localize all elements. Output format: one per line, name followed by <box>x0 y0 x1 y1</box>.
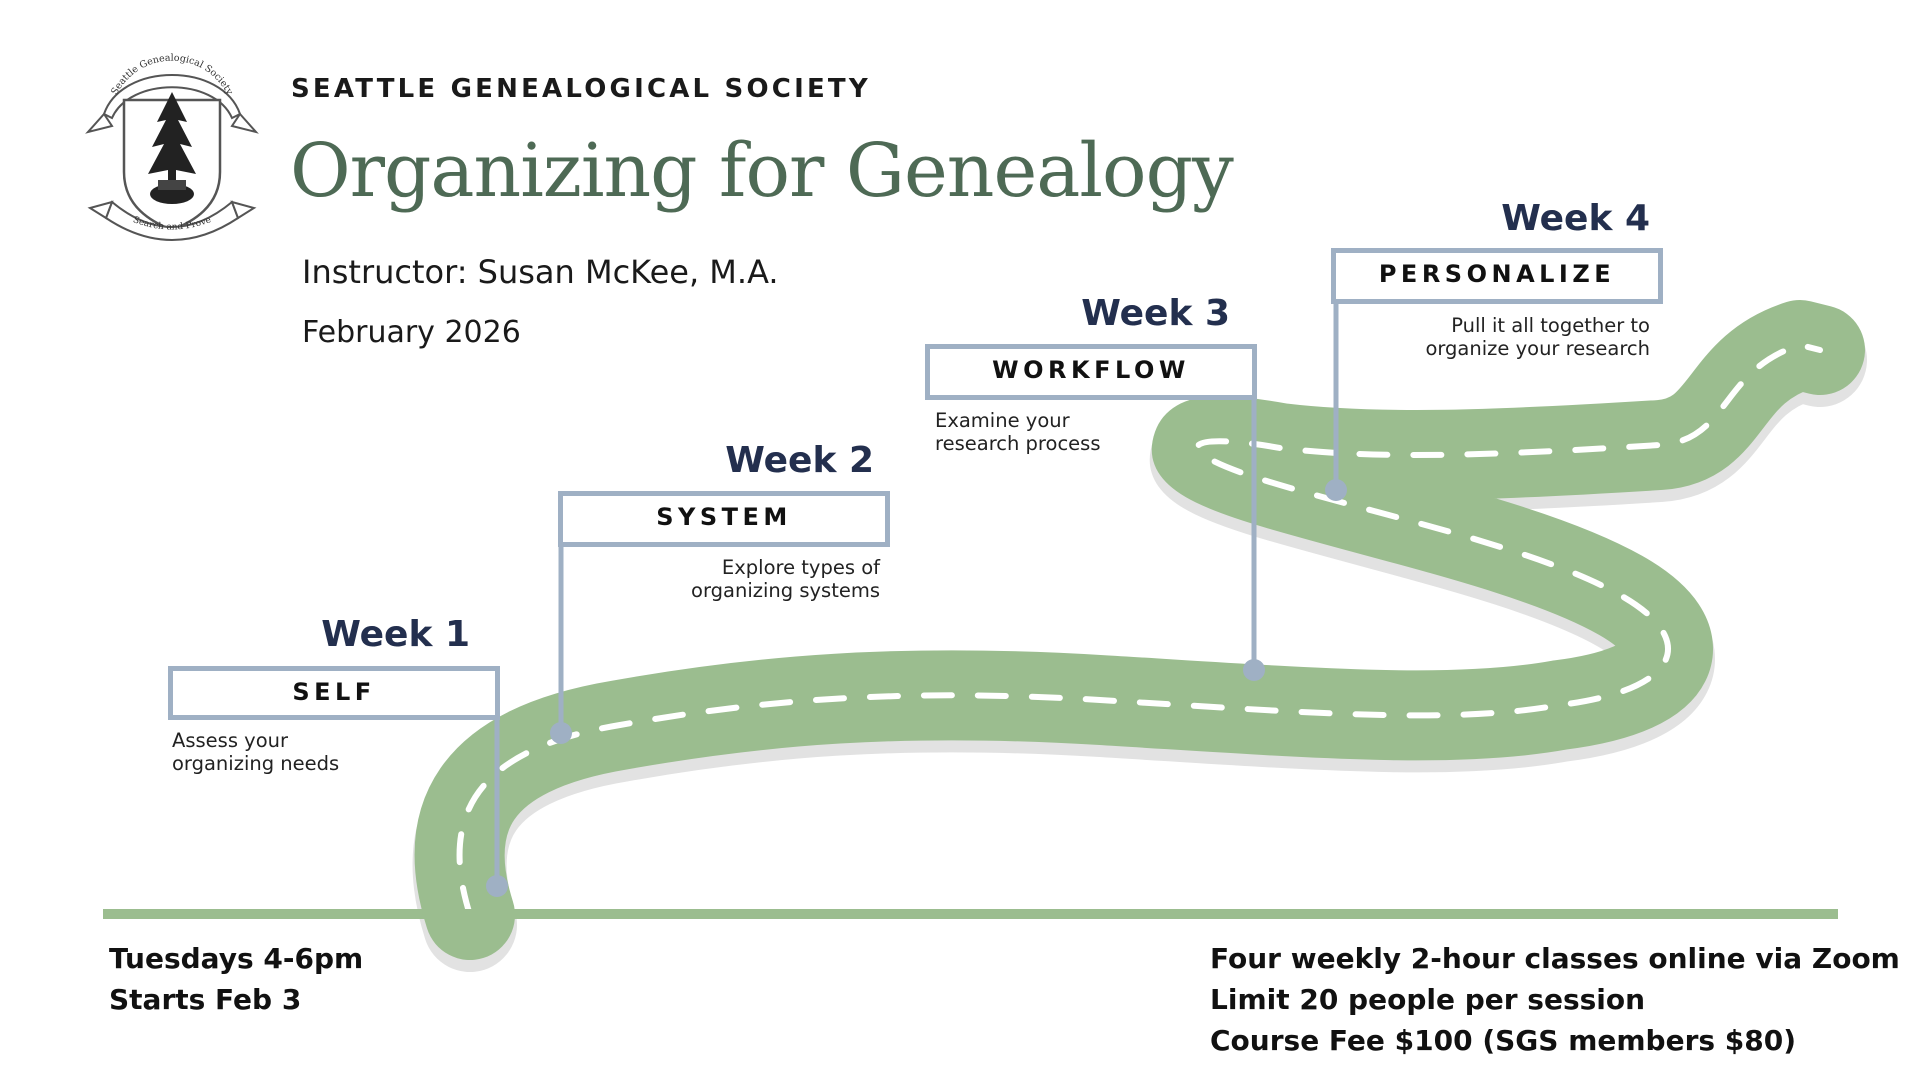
week4-label: Week 4 <box>1501 198 1650 239</box>
week4-desc-line1: Pull it all together to <box>1451 314 1650 337</box>
week4-sign: PERSONALIZE <box>1331 248 1663 304</box>
week3-post-base <box>1243 659 1265 681</box>
schedule-day-time: Tuesdays 4-6pm <box>109 942 364 975</box>
course-format: Four weekly 2-hour classes online via Zo… <box>1210 942 1900 975</box>
schedule-info: Tuesdays 4-6pm Starts Feb 3 <box>109 938 363 1020</box>
course-fee: Course Fee $100 (SGS members $80) <box>1210 1024 1797 1057</box>
week3-sign: WORKFLOW <box>925 344 1257 400</box>
week2-sign: SYSTEM <box>558 491 890 547</box>
road-surface <box>414 300 1865 960</box>
week4-desc-line2: organize your research <box>1425 337 1650 360</box>
week2-desc-line1: Explore types of <box>721 556 880 579</box>
week2-post-base <box>550 722 572 744</box>
week3-desc-line1: Examine your <box>935 409 1070 432</box>
week2-description: Explore types of organizing systems <box>620 556 880 602</box>
society-logo: Seattle Genealogical Society Search and … <box>85 53 259 241</box>
tree-icon <box>148 92 196 204</box>
course-limit: Limit 20 people per session <box>1210 983 1646 1016</box>
week4-description: Pull it all together to organize your re… <box>1360 314 1650 360</box>
week3-description: Examine your research process <box>935 409 1101 455</box>
instructor-name: Instructor: Susan McKee, M.A. <box>302 253 779 291</box>
week1-label: Week 1 <box>321 614 470 655</box>
week2-label: Week 2 <box>725 440 874 481</box>
course-title: Organizing for Genealogy <box>290 128 1234 214</box>
schedule-start-date: Starts Feb 3 <box>109 983 302 1016</box>
week2-desc-line2: organizing systems <box>691 579 880 602</box>
week3-desc-line2: research process <box>935 432 1101 455</box>
course-details: Four weekly 2-hour classes online via Zo… <box>1210 938 1900 1061</box>
week4-post-base <box>1325 479 1347 501</box>
week1-description: Assess your organizing needs <box>172 729 339 775</box>
organization-name: SEATTLE GENEALOGICAL SOCIETY <box>291 74 871 104</box>
ground-line <box>103 909 1838 919</box>
week1-sign: SELF <box>168 666 500 720</box>
course-date: February 2026 <box>302 315 521 350</box>
week1-desc-line1: Assess your <box>172 729 289 752</box>
week1-post-base <box>486 875 508 897</box>
road-lane-dashes <box>456 342 1823 918</box>
week1-desc-line2: organizing needs <box>172 752 340 775</box>
week3-label: Week 3 <box>1081 293 1230 334</box>
